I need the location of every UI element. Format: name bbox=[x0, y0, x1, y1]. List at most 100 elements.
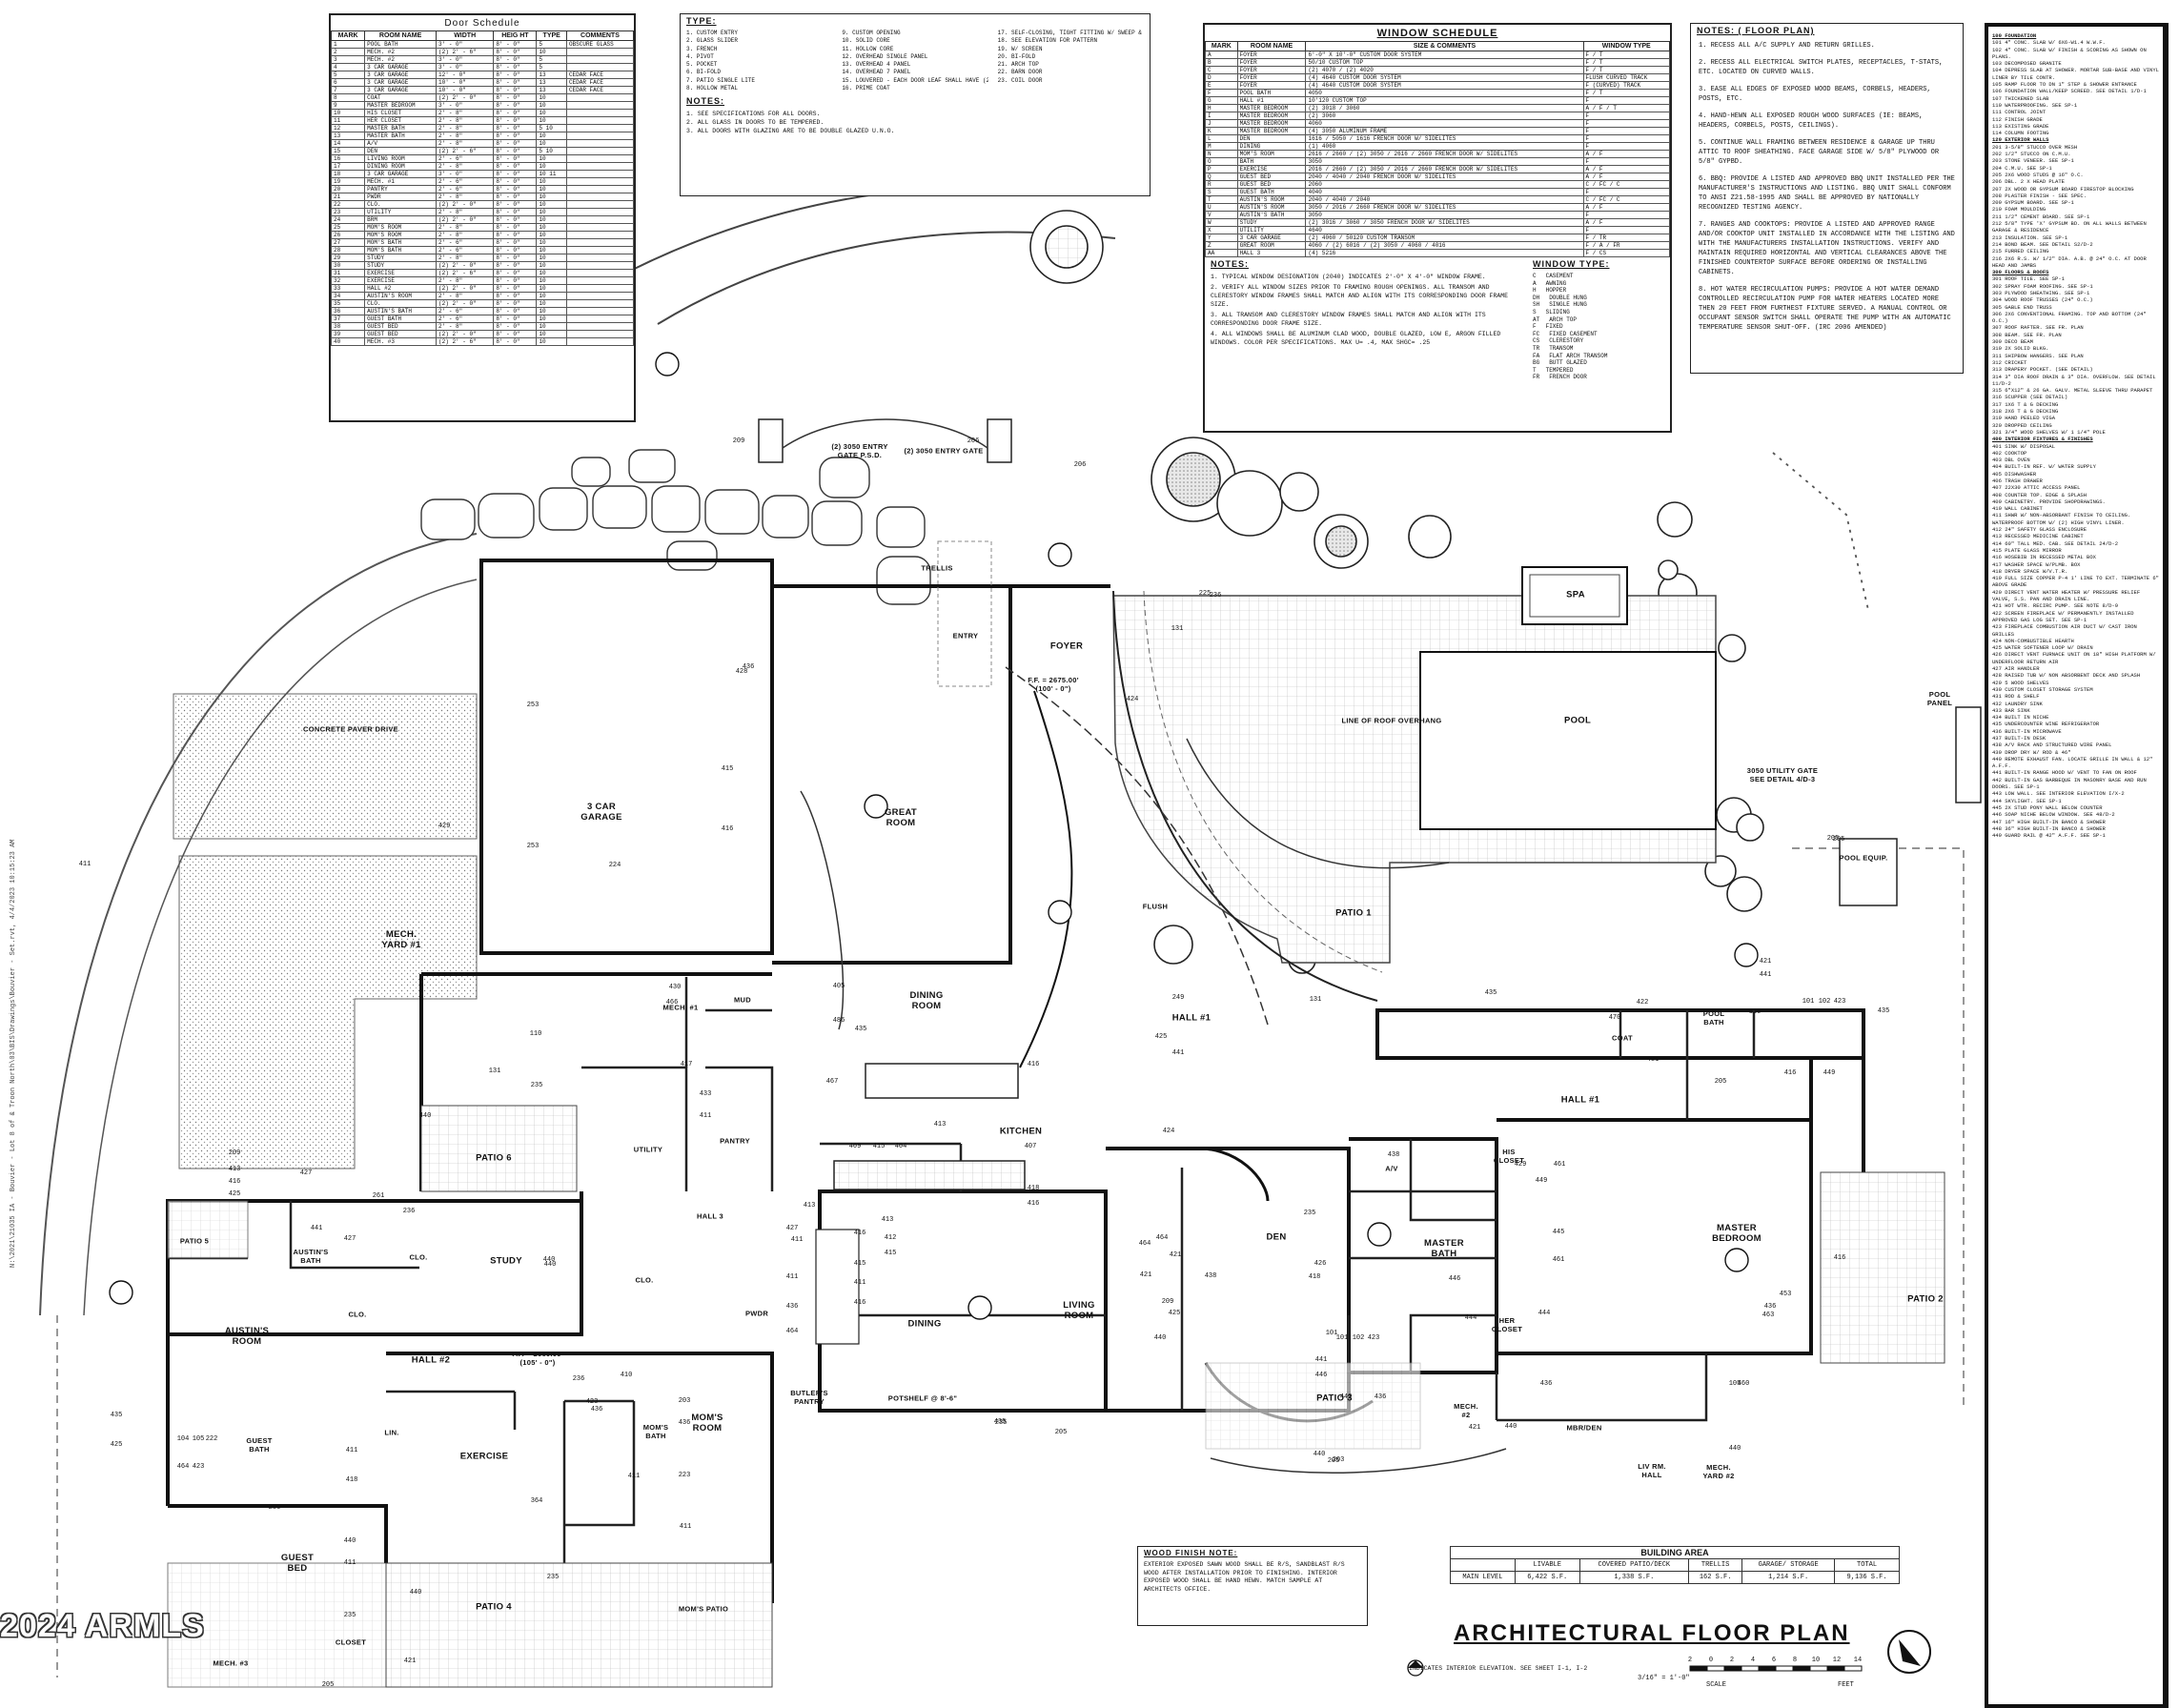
keynote-tag: 436 bbox=[678, 1419, 691, 1427]
keynote-tag: 404 bbox=[894, 1143, 907, 1150]
keynote-item: 444 SKYLIGHT. SEE SP-1 bbox=[1992, 798, 2159, 804]
keynote-tag: 235 bbox=[343, 1612, 356, 1619]
keynote-number: 215 bbox=[1992, 248, 2002, 255]
room-label-mud: MUD bbox=[734, 995, 751, 1005]
window-type-name: FRENCH DOOR bbox=[1549, 374, 1587, 381]
door-schedule-header: WIDTH bbox=[436, 30, 495, 41]
keynote-tag: 410 bbox=[620, 1372, 633, 1379]
scale-tick: 2 bbox=[1687, 1657, 1693, 1664]
keynote-tag: 424 bbox=[1162, 1128, 1175, 1135]
area-header: TOTAL bbox=[1834, 1558, 1900, 1572]
room-label-clo3: CLO. bbox=[635, 1275, 654, 1285]
keynote-item: 105 RAMP FLOOR TO DN 1" STEP & SHOWER EN… bbox=[1992, 81, 2159, 88]
table-cell: 8' - 0" bbox=[493, 185, 538, 193]
window-type-code: BG bbox=[1533, 359, 1540, 367]
keynote-tag: 440 bbox=[343, 1537, 356, 1545]
table-cell bbox=[565, 246, 635, 254]
keynote-number: 310 bbox=[1992, 345, 2002, 353]
keynote-item: 422 SCREEN FIREPLACE W/ PERMANENTLY INST… bbox=[1992, 610, 2159, 624]
keynote-tag: 411 bbox=[345, 1447, 358, 1454]
table-cell: MOM'S BATH bbox=[364, 238, 438, 247]
table-cell: 13 bbox=[330, 132, 366, 140]
table-cell: F bbox=[1582, 142, 1671, 151]
table-cell: 35 bbox=[330, 299, 366, 308]
room-label-closet: CLOSET bbox=[335, 1637, 367, 1647]
table-cell: F bbox=[1582, 211, 1671, 219]
keynote-tag: 203 bbox=[678, 1397, 691, 1405]
table-cell: 8' - 0" bbox=[493, 63, 538, 71]
wood-finish-text: EXTERIOR EXPOSED SAWN WOOD SHALL BE R/S,… bbox=[1144, 1561, 1345, 1593]
room-label-clo1: CLO. bbox=[409, 1252, 428, 1262]
scale-tick: 0 bbox=[1708, 1657, 1714, 1664]
keynote-tag: 236 bbox=[268, 1504, 281, 1512]
list-item: 2. ALL GLASS IN DOORS TO BE TEMPERED. bbox=[686, 119, 825, 127]
keynote-tag: 415 bbox=[853, 1260, 866, 1268]
table-cell: O bbox=[1205, 157, 1238, 166]
keynote-tag: 110 bbox=[529, 1030, 542, 1038]
window-type-code: AT bbox=[1533, 315, 1540, 323]
room-label-patio5: PATIO 5 bbox=[179, 1236, 210, 1246]
keynote-tag: 205 bbox=[1832, 836, 1845, 844]
keynote-item: 301 ROOF TILE. SEE SP-1 bbox=[1992, 275, 2159, 282]
keynote-tag: 249 bbox=[1171, 994, 1185, 1002]
table-cell: 20 bbox=[330, 185, 366, 193]
keynote-item: 204 C.M.U. SEE SP-1 bbox=[1992, 165, 2159, 172]
room-label-mech1: MECH. #1 bbox=[662, 1003, 699, 1012]
table-cell: 21 bbox=[330, 193, 366, 201]
keynote-item: 302 SPRAY FOAM ROOFING. SEE SP-1 bbox=[1992, 283, 2159, 290]
keynote-tag: 436 bbox=[1374, 1393, 1387, 1401]
scale-label: SCALE bbox=[1706, 1681, 1727, 1689]
table-cell: 33 bbox=[330, 284, 366, 293]
table-cell: F bbox=[1582, 127, 1671, 135]
keynote-number: 120 bbox=[1992, 136, 2002, 144]
keynote-item: 442 BUILT-IN GAS BARBEQUE IN MASONRY BAS… bbox=[1992, 777, 2159, 791]
keynote-text: FIREPLACE COMBUSTION AIR DUCT W/ CAST IR… bbox=[1992, 623, 2137, 638]
list-item: 19. W/ SCREEN bbox=[997, 45, 1043, 52]
door-type-title: TYPE: bbox=[686, 16, 717, 26]
keynote-tag: 102 bbox=[1352, 1334, 1365, 1342]
table-cell: 5 bbox=[536, 40, 567, 49]
table-cell: 8' - 0" bbox=[493, 124, 538, 132]
keynote-item: 211 1/2" CEMENT BOARD. SEE SP-1 bbox=[1992, 214, 2159, 220]
keynote-item: 425 WATER SOFTENER LOOP W/ DRAIN bbox=[1992, 644, 2159, 651]
keynote-tag: 205 bbox=[1826, 835, 1840, 843]
keynote-number: 100 bbox=[1992, 32, 2002, 39]
window-type-name: TRANSOM bbox=[1549, 344, 1574, 352]
keynote-item: 320 DROPPED CEILING bbox=[1992, 422, 2159, 429]
table-cell: 8' - 0" bbox=[493, 231, 538, 239]
table-cell: (2) 2' - 6" bbox=[436, 147, 495, 155]
keynote-item: 433 BAR SINK bbox=[1992, 707, 2159, 714]
keynote-text: SKYLIGHT. SEE SP-1 bbox=[2005, 797, 2062, 804]
list-item: 6. BBQ: PROVIDE A LISTED AND APPROVED BB… bbox=[1699, 175, 1955, 212]
list-item: 4. ALL WINDOWS SHALL BE ALUMINUM CLAD WO… bbox=[1211, 331, 1501, 346]
table-cell: (2) 2' - 0" bbox=[436, 215, 495, 224]
window-type-code: H bbox=[1533, 287, 1537, 295]
list-item: 7. RANGES AND COOKTOPS: PROVIDE A LISTED… bbox=[1699, 221, 1955, 276]
list-item: 15. LOUVERED - EACH DOOR LEAF SHALL HAVE… bbox=[842, 76, 988, 84]
table-cell: A / F bbox=[1582, 150, 1671, 158]
keynote-tag: 425 bbox=[110, 1441, 123, 1449]
table-cell: 2' - 8" bbox=[436, 223, 495, 232]
keynote-number: 435 bbox=[1992, 721, 2002, 728]
room-label-lin: LIN. bbox=[384, 1428, 399, 1437]
keynote-item: 120 EXTERIOR WALLS bbox=[1992, 136, 2159, 143]
table-cell bbox=[565, 124, 635, 132]
table-cell: FLUSH CURVED TRACK bbox=[1582, 73, 1671, 82]
keynote-tag: 413 bbox=[803, 1202, 816, 1210]
keynote-tag: 436 bbox=[590, 1406, 603, 1413]
keynote-tag: 466 bbox=[665, 999, 679, 1006]
keynote-item: 416 HOSEBIB IN RECESSED METAL BOX bbox=[1992, 554, 2159, 560]
table-cell: 8' - 0" bbox=[493, 322, 538, 331]
keynote-number: 106 bbox=[1992, 88, 2002, 95]
room-label-mech3: MECH. #3 bbox=[213, 1658, 249, 1668]
elevation-note: INDICATES INTERIOR ELEVATION. SEE SHEET … bbox=[1409, 1665, 1588, 1672]
table-cell bbox=[565, 261, 635, 270]
keynote-text: SCUPPER (SEE DETAIL) bbox=[2005, 394, 2068, 401]
table-cell: FOYER bbox=[1236, 73, 1307, 82]
